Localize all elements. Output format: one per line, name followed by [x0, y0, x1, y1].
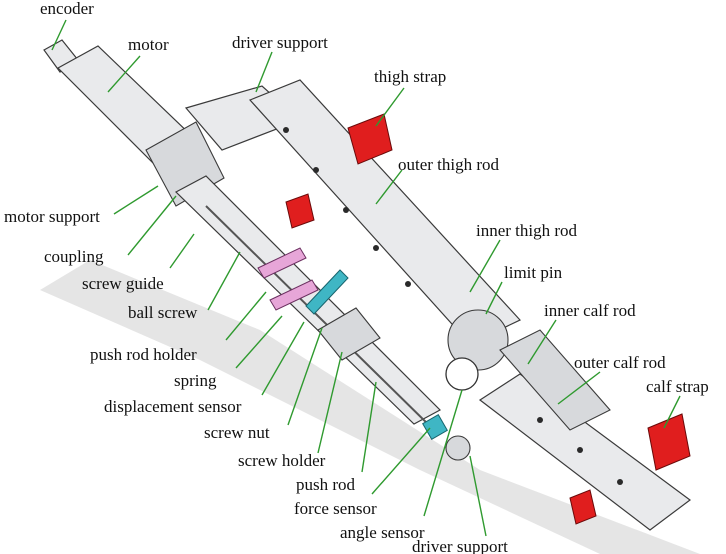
leader-lines: [51, 19, 681, 537]
thigh-strap-part: [347, 113, 393, 165]
label-calf-strap: calf strap: [646, 377, 709, 396]
inner-calf-rod-part: [499, 329, 611, 431]
label-coupling: coupling: [44, 247, 104, 266]
label-outer-thigh-rod: outer thigh rod: [398, 155, 500, 174]
label-inner-calf-rod: inner calf rod: [544, 301, 636, 320]
label-angle-sensor: angle sensor: [340, 523, 425, 542]
label-displacement-sensor: displacement sensor: [104, 397, 242, 416]
calf-strap-lower-part: [569, 489, 597, 525]
outer-thigh-rod-part: [248, 79, 521, 345]
driver-support-bottom-part: [445, 435, 471, 461]
thigh-strap-lower-part: [285, 193, 315, 229]
calf-strap-part: [647, 413, 691, 471]
label-force-sensor: force sensor: [294, 499, 377, 518]
label-limit-pin: limit pin: [504, 263, 563, 282]
label-push-rod: push rod: [296, 475, 356, 494]
spring-plate: [269, 279, 319, 311]
screw-holder-part: [317, 307, 381, 361]
label-ball-screw: ball screw: [128, 303, 198, 322]
push-rod-holder-plate: [257, 247, 307, 279]
screw-assembly: [174, 175, 448, 440]
calf-rod: [445, 329, 692, 531]
outer-calf-rod-part: [478, 373, 692, 531]
label-screw-nut: screw nut: [204, 423, 270, 442]
screw-nut-part: [305, 269, 349, 315]
label-thigh-strap: thigh strap: [374, 67, 446, 86]
ball-screw-part: [205, 205, 435, 431]
label-screw-holder: screw holder: [238, 451, 326, 470]
label-screw-guide: screw guide: [82, 274, 164, 293]
thigh-rod: [184, 79, 521, 345]
label-encoder: encoder: [40, 0, 94, 18]
label-motor-support: motor support: [4, 207, 100, 226]
label-outer-calf-rod: outer calf rod: [574, 353, 666, 372]
label-driver-support-top: driver support: [232, 33, 328, 52]
label-driver-support-bottom: driver support: [412, 537, 508, 554]
knee-joint: [445, 309, 509, 391]
angle-sensor-part: [445, 357, 479, 391]
label-motor: motor: [128, 35, 169, 54]
labels: encoder motor driver support thigh strap…: [4, 0, 709, 554]
label-push-rod-holder: push rod holder: [90, 345, 197, 364]
label-inner-thigh-rod: inner thigh rod: [476, 221, 578, 240]
drop-shadow: [40, 260, 700, 554]
force-sensor-part: [422, 414, 448, 440]
label-spring: spring: [174, 371, 217, 390]
